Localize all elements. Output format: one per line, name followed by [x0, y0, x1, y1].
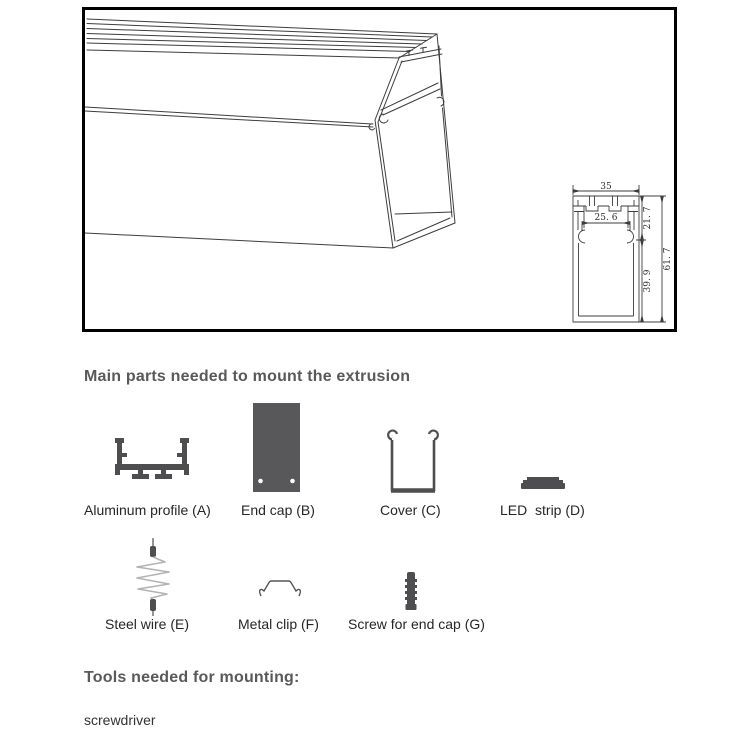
- end-cap-icon: [253, 403, 300, 492]
- led-strip-icon: [521, 474, 565, 489]
- part-label-steel-wire: Steel wire (E): [105, 616, 190, 632]
- part-label-metal-clip: Metal clip (F): [238, 616, 319, 632]
- tool-item-screwdriver: screwdriver: [84, 712, 156, 728]
- dim-lower-height: 39. 9: [643, 269, 653, 292]
- dim-inner-width: 25. 6: [595, 213, 618, 223]
- part-label-cover: Cover (C): [380, 502, 441, 518]
- metal-clip-icon: [257, 578, 303, 598]
- part-label-aluminum-profile: Aluminum profile (A): [84, 502, 211, 518]
- tools-section-heading: Tools needed for mounting:: [84, 669, 300, 686]
- part-label-led-strip: LED strip (D): [500, 502, 585, 518]
- dim-overall-width: 35: [600, 182, 612, 192]
- screw-icon: [402, 572, 420, 614]
- part-label-screw: Screw for end cap (G): [348, 616, 485, 632]
- dim-upper-height: 21. 7: [643, 206, 653, 229]
- cover-icon: [384, 427, 442, 495]
- part-label-end-cap: End cap (B): [241, 502, 315, 518]
- cross-section-drawing: [572, 185, 666, 323]
- technical-drawing-svg: 35 25. 6 21. 7 39. 9 61. 7: [85, 18, 673, 323]
- dim-overall-height: 61. 7: [663, 247, 673, 270]
- steel-wire-icon: [127, 538, 179, 616]
- parts-section-heading: Main parts needed to mount the extrusion: [84, 368, 411, 385]
- aluminum-profile-icon: [113, 436, 191, 482]
- technical-drawing-panel: 35 25. 6 21. 7 39. 9 61. 7: [82, 7, 677, 332]
- extrusion-3d-drawing: [85, 18, 456, 249]
